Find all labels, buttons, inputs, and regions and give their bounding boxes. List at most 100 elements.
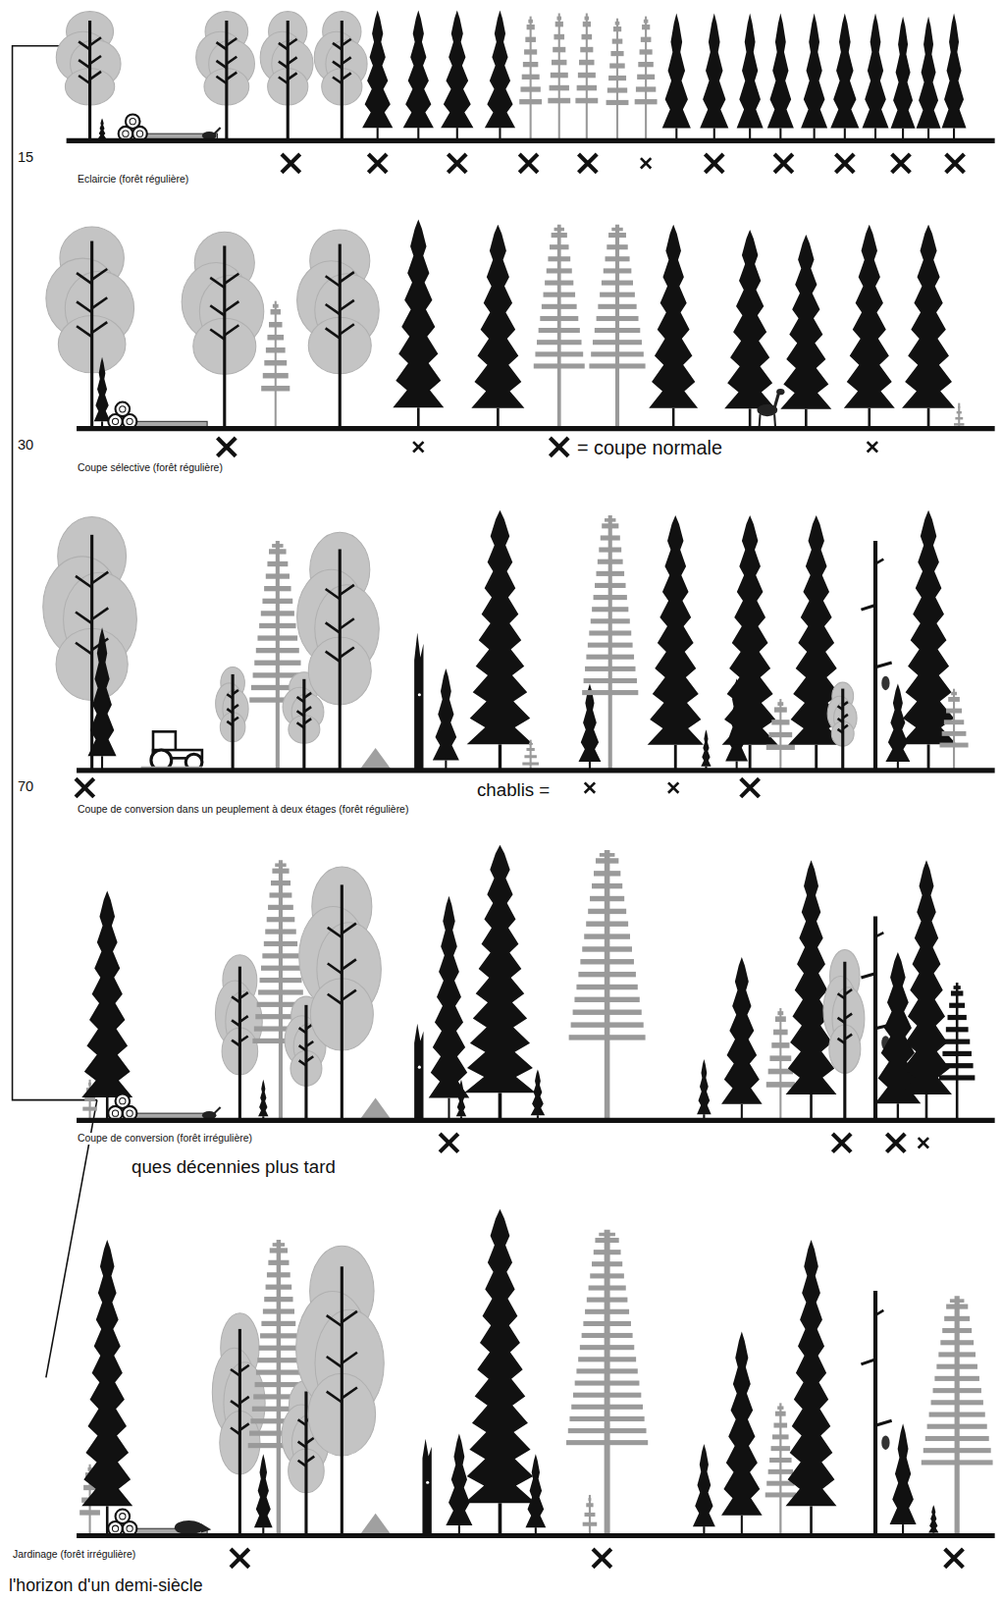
broadleaf-tree xyxy=(823,949,865,1121)
boar-figure xyxy=(174,1520,211,1535)
broadleaf-tree xyxy=(260,11,314,142)
log-pile xyxy=(107,402,208,429)
log-pile xyxy=(107,1093,208,1120)
cut-mark xyxy=(413,441,423,452)
spruce-tree xyxy=(579,683,602,770)
fir-tree xyxy=(522,739,539,771)
broken-snag xyxy=(414,632,423,771)
spruce-tree xyxy=(786,1239,838,1535)
text-label: l'horizon d'un demi-siècle xyxy=(7,1575,204,1595)
cut-mark xyxy=(447,154,467,173)
log-pile xyxy=(118,113,218,141)
spruce-tree xyxy=(254,1453,273,1535)
spruce-tree xyxy=(362,9,393,141)
spruce-tree xyxy=(696,1058,712,1120)
cut-mark xyxy=(704,154,724,173)
broadleaf-tree xyxy=(196,11,256,142)
fir-tree xyxy=(547,13,571,142)
spruce-tree xyxy=(392,219,444,429)
cut-mark xyxy=(835,154,854,173)
cut-mark xyxy=(832,1133,851,1153)
broadleaf-tree xyxy=(297,229,380,429)
fir-tree xyxy=(606,18,630,142)
tractor-figure xyxy=(141,731,203,771)
soil-mound xyxy=(359,1098,392,1121)
spruce-tree xyxy=(737,13,764,142)
spruce-tree xyxy=(464,844,536,1121)
cut-mark xyxy=(75,778,95,797)
spruce-tree xyxy=(258,1079,268,1121)
spruce-tree xyxy=(81,891,133,1121)
broadleaf-tree xyxy=(297,531,380,771)
fir-tree xyxy=(519,16,542,142)
text-label: Coupe de conversion (forêt irrégulière) xyxy=(76,1132,254,1145)
spruce-tree xyxy=(721,956,763,1120)
cut-mark xyxy=(579,154,598,173)
fir-tree xyxy=(765,1402,796,1535)
broadleaf-tree xyxy=(296,1245,385,1535)
spruce-tree xyxy=(94,357,111,429)
cut-mark xyxy=(740,778,760,797)
fir-tree xyxy=(569,849,646,1120)
ground-line xyxy=(76,427,996,429)
cut-mark xyxy=(230,1548,250,1568)
soil-mound xyxy=(359,1513,392,1536)
cut-mark xyxy=(640,158,651,168)
fir-tree xyxy=(588,224,645,429)
spruce-tree xyxy=(900,859,952,1120)
text-label: 15 xyxy=(16,149,35,166)
broadleaf-tree xyxy=(827,682,857,771)
spruce-tree xyxy=(830,13,859,142)
spruce-tree xyxy=(647,515,704,771)
broadleaf-tree xyxy=(314,11,368,142)
fir-tree xyxy=(261,301,290,429)
spruce-tree xyxy=(525,1453,546,1535)
cut-mark xyxy=(946,154,965,173)
deer-figure xyxy=(756,388,785,429)
fir-tree xyxy=(566,1229,648,1536)
dead-tree xyxy=(860,1290,892,1535)
spruce-tree xyxy=(916,16,942,142)
spruce-tree xyxy=(692,1443,716,1536)
spruce-tree xyxy=(721,1331,763,1536)
spruce-tree xyxy=(928,1504,939,1535)
fir-tree xyxy=(921,1295,994,1535)
spruce-tree xyxy=(724,229,776,429)
fir-tree xyxy=(575,13,598,142)
cut-mark xyxy=(584,782,595,792)
spruce-tree xyxy=(942,13,967,142)
spruce-tree xyxy=(81,1239,133,1535)
spruce-tree xyxy=(891,16,916,142)
spruce-tree xyxy=(901,224,955,429)
broadleaf-tree xyxy=(214,954,263,1121)
spruce-tree xyxy=(662,13,691,142)
soil-mound xyxy=(359,747,392,771)
text-label: = coupe normale xyxy=(576,436,724,460)
rabbit-figure xyxy=(202,127,221,140)
spruce-tree xyxy=(800,13,828,142)
fir-tree xyxy=(940,688,969,771)
cut-mark xyxy=(592,1548,612,1568)
text-label: 30 xyxy=(16,436,35,454)
cut-mark xyxy=(519,154,538,173)
spruce-tree xyxy=(780,234,832,429)
spruce-tree xyxy=(699,13,729,142)
cut-mark xyxy=(368,154,387,173)
spruce-tree xyxy=(530,1068,546,1120)
text-label: ques décennies plus tard xyxy=(130,1156,337,1178)
cut-mark xyxy=(945,1548,964,1568)
text-label: Jardinage (forêt irrégulière) xyxy=(11,1548,137,1561)
cut-mark xyxy=(886,1133,905,1153)
text-label: Eclaircie (forêt régulière) xyxy=(76,173,190,186)
spruce-tree xyxy=(403,9,434,141)
fir-tree xyxy=(766,1007,795,1120)
spruce-tree xyxy=(87,627,116,771)
spruce-tree xyxy=(445,1433,473,1536)
spruce-tree xyxy=(843,224,896,429)
spruce-tree xyxy=(440,9,474,141)
broadleaf-tree xyxy=(46,226,135,429)
broadleaf-tree xyxy=(43,517,138,771)
broadleaf-tree xyxy=(181,231,264,428)
text-label: Coupe sélective (forêt régulière) xyxy=(76,462,224,475)
spruce-tree xyxy=(456,1079,467,1121)
